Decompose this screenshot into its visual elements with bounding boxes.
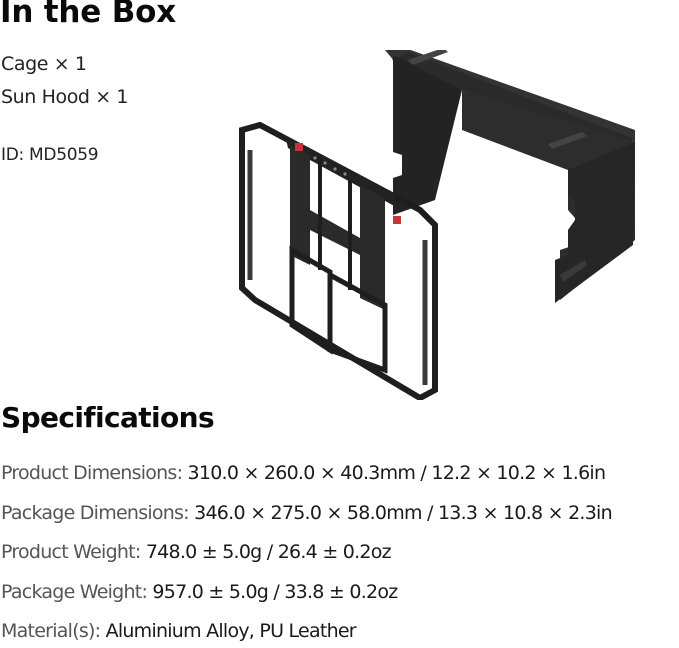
product-id: ID: MD5059 xyxy=(1,145,99,165)
spec-row-product-weight: Product Weight: 748.0 ± 5.0g / 26.4 ± 0.… xyxy=(1,541,392,563)
spec-row-package-weight: Package Weight: 957.0 ± 5.0g / 33.8 ± 0.… xyxy=(1,581,398,603)
cage-illustration xyxy=(239,121,438,402)
spec-value: 346.0 × 275.0 × 58.0mm / 13.3 × 10.8 × 2… xyxy=(188,502,613,524)
spec-row-package-dimensions: Package Dimensions: 346.0 × 275.0 × 58.0… xyxy=(1,502,613,524)
spec-row-materials: Material(s): Aluminium Alloy, PU Leather xyxy=(1,620,357,642)
sun-hood-illustration xyxy=(385,48,635,303)
specifications-title: Specifications xyxy=(1,401,215,434)
spec-label: Product Dimensions: xyxy=(1,462,183,484)
box-item-cage: Cage × 1 xyxy=(1,53,87,75)
in-the-box-title: In the Box xyxy=(0,0,177,30)
spec-label: Package Dimensions: xyxy=(1,502,190,524)
spec-label: Material(s): xyxy=(1,620,101,642)
spec-value: 957.0 ± 5.0g / 33.8 ± 0.2oz xyxy=(147,581,398,603)
product-image xyxy=(230,48,679,402)
spec-value: Aluminium Alloy, PU Leather xyxy=(100,620,357,642)
spec-row-product-dimensions: Product Dimensions: 310.0 × 260.0 × 40.3… xyxy=(1,462,607,484)
box-item-sun-hood: Sun Hood × 1 xyxy=(1,86,129,108)
spec-value: 310.0 × 260.0 × 40.3mm / 12.2 × 10.2 × 1… xyxy=(182,462,607,484)
spec-value: 748.0 ± 5.0g / 26.4 ± 0.2oz xyxy=(140,541,392,563)
spec-label: Product Weight: xyxy=(1,541,141,563)
spec-label: Package Weight: xyxy=(1,581,148,603)
